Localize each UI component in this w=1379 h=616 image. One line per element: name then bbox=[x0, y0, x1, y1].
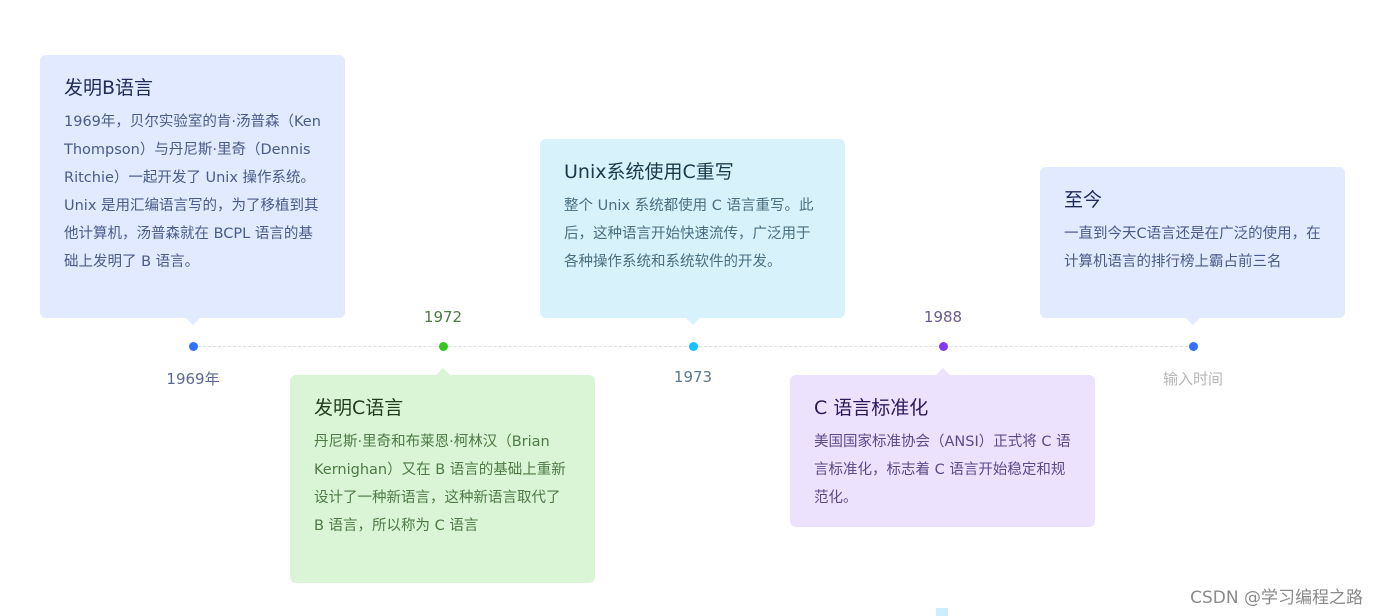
time-label-1988: 1988 bbox=[923, 308, 963, 326]
timeline-dot-1972 bbox=[439, 342, 448, 351]
watermark: CSDN @学习编程之路 bbox=[1190, 588, 1363, 608]
event-title: C 语言标准化 bbox=[814, 397, 929, 419]
time-label-1969: 1969年 bbox=[166, 370, 220, 388]
event-description: 一直到今天C语言还是在广泛的使用，在计算机语言的排行榜上霸占前三名 bbox=[1064, 226, 1321, 270]
timeline-dot-present bbox=[1189, 342, 1198, 351]
event-card-c-standardization: C 语言标准化 美国国家标准协会（ANSI）正式将 C 语言标准化，标志着 C … bbox=[790, 368, 1095, 527]
card-pointer bbox=[186, 318, 200, 325]
event-title: 发明B语言 bbox=[64, 77, 154, 99]
timeline-dot-1973 bbox=[689, 342, 698, 351]
event-card-present: 至今 一直到今天C语言还是在广泛的使用，在计算机语言的排行榜上霸占前三名 bbox=[1040, 167, 1345, 325]
event-description: 1969年，贝尔实验室的肯·汤普森（Ken Thompson）与丹尼斯·里奇（D… bbox=[64, 114, 321, 270]
time-label-placeholder: 输入时间 bbox=[1162, 370, 1223, 388]
time-label-1973: 1973 bbox=[673, 368, 713, 386]
timeline-dot-1988 bbox=[939, 342, 948, 351]
card-pointer bbox=[1186, 318, 1200, 325]
event-description: 整个 Unix 系统都使用 C 语言重写。此后，这种语言开始快速流传，广泛用于各… bbox=[564, 198, 814, 270]
time-label-1972: 1972 bbox=[423, 308, 463, 326]
event-card-unix-rewrite: Unix系统使用C重写 整个 Unix 系统都使用 C 语言重写。此后，这种语言… bbox=[540, 139, 845, 325]
event-description: 丹尼斯·里奇和布莱恩·柯林汉（Brian Kernighan）又在 B 语言的基… bbox=[314, 434, 566, 534]
event-title: 至今 bbox=[1064, 189, 1103, 211]
card-pointer bbox=[936, 368, 950, 375]
event-card-b-language: 发明B语言 1969年，贝尔实验室的肯·汤普森（Ken Thompson）与丹尼… bbox=[40, 55, 345, 325]
event-description: 美国国家标准协会（ANSI）正式将 C 语言标准化，标志着 C 语言开始稳定和规… bbox=[814, 434, 1071, 506]
card-pointer bbox=[436, 368, 450, 375]
decorative-fragment bbox=[936, 608, 948, 616]
card-pointer bbox=[686, 318, 700, 325]
event-title: 发明C语言 bbox=[314, 397, 404, 419]
event-title: Unix系统使用C重写 bbox=[564, 161, 734, 183]
event-card-c-language: 发明C语言 丹尼斯·里奇和布莱恩·柯林汉（Brian Kernighan）又在 … bbox=[290, 368, 595, 583]
timeline-dot-1969 bbox=[189, 342, 198, 351]
